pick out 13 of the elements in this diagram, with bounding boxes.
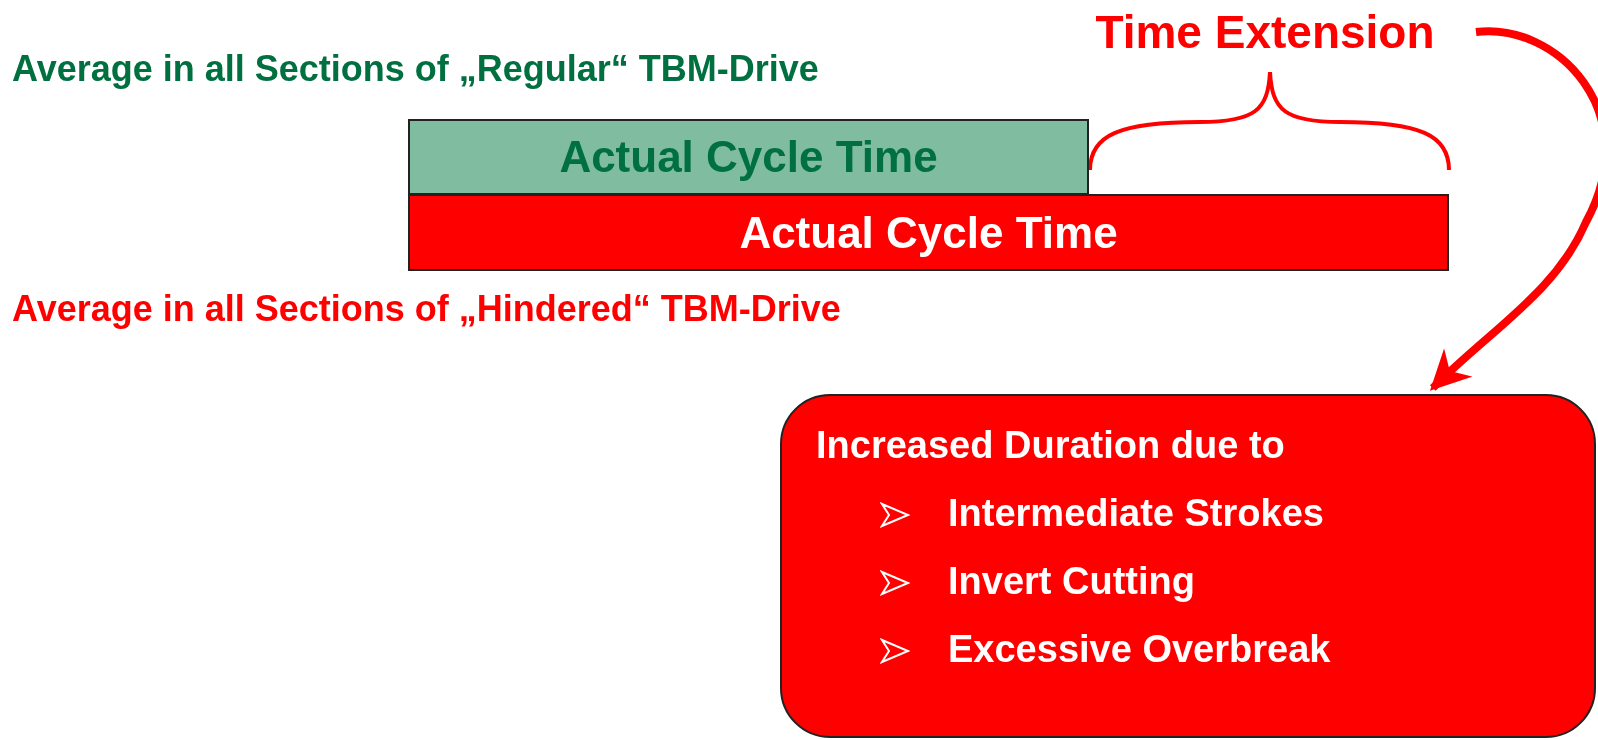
list-item: Intermediate Strokes bbox=[948, 492, 1324, 535]
bar-caption: Average in all Sections of „Regular“ TBM-Drive bbox=[12, 48, 819, 90]
box-heading: Increased Duration due to bbox=[816, 424, 1285, 467]
list-item: Invert Cutting bbox=[948, 560, 1195, 603]
list-item: Excessive Overbreak bbox=[948, 628, 1331, 671]
callout-text: Time Extension bbox=[1094, 5, 1436, 59]
bar bbox=[408, 119, 1089, 195]
curved-arrow bbox=[1429, 27, 1598, 391]
bar-caption: Average in all Sections of „Hindered“ TBM-Drive bbox=[12, 288, 841, 330]
rounded-box bbox=[780, 394, 1596, 738]
bar bbox=[408, 194, 1449, 271]
bar-label: Actual Cycle Time bbox=[738, 207, 1119, 258]
bar-label: Actual Cycle Time bbox=[558, 132, 939, 182]
